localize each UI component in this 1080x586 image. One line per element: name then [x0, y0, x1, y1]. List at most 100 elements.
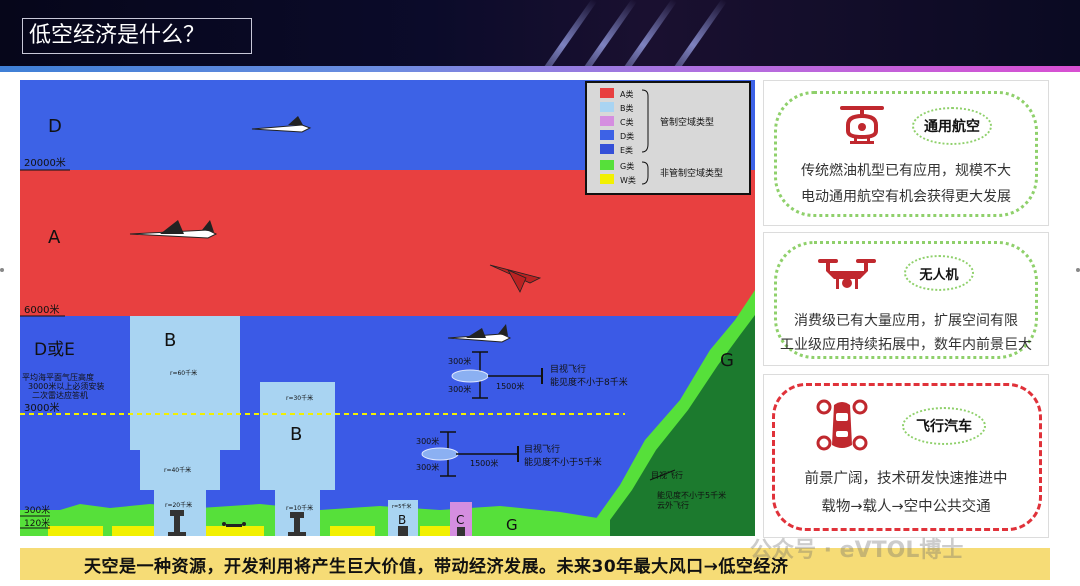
vfr-lower-horizontal: 1500米 — [470, 458, 498, 468]
footer-text: 天空是一种资源，开发利用将产生巨大价值，带动经济发展。未来30年最大风口→低空经… — [84, 557, 789, 577]
altitude-label-20000: 20000米 — [24, 156, 66, 169]
card-frame — [772, 383, 1042, 531]
card-label: 通用航空 — [912, 107, 992, 145]
fighter-jet-icon — [489, 264, 542, 293]
legend-swatch-b — [600, 102, 614, 112]
legend-uncontrolled: 非管制空域类型 — [660, 167, 723, 179]
card-label: 无人机 — [904, 255, 974, 291]
card-frame — [774, 241, 1038, 359]
zone-label-b-medium: B — [290, 424, 302, 445]
zone-b-large — [130, 316, 240, 536]
de-note-line-3: 二次雷达应答机 — [32, 390, 88, 400]
flying-car-icon — [816, 399, 868, 451]
zone-g-mountain — [610, 315, 755, 536]
zone-label-a: A — [48, 227, 61, 248]
card-text-line-1: 前景广阔，技术研发快速推进中 — [804, 471, 1008, 487]
airspace-svg: 20000米 6000米 3000米 300米 120米 D A D或E B B… — [20, 80, 755, 536]
legend-controlled: 管制空域类型 — [660, 116, 714, 128]
edge-marker — [1076, 268, 1080, 272]
legend-label-g: G类 — [620, 161, 634, 171]
legend-swatch-c — [600, 116, 614, 126]
zone-c — [450, 502, 472, 536]
card-frame — [774, 91, 1038, 217]
card-label: 飞行汽车 — [902, 407, 986, 445]
card-text-line-1: 消费级已有大量应用，扩展空间有限 — [794, 313, 1018, 329]
airliner-icon — [129, 220, 218, 239]
legend-label-b: B类 — [620, 103, 634, 113]
altitude-label-300: 300米 — [24, 504, 50, 516]
vfr-lower-line-2: 能见度不小于5千米 — [524, 456, 602, 468]
vfr-g-line-2: 能见度不小于5千米 — [657, 490, 726, 500]
card-general-aviation: 通用航空 传统燃油机型已有应用，规模不大 电动通用航空有机会获得更大发展 — [763, 80, 1049, 226]
tower-radius-big-top: r=60千米 — [170, 369, 197, 377]
zone-label-b-small: B — [398, 513, 406, 527]
helicopter-icon — [840, 106, 884, 144]
zone-w — [112, 526, 157, 536]
vfr-g-line-1: 目视飞行 — [651, 470, 683, 480]
control-tower-icon — [398, 526, 408, 536]
header-divider — [0, 66, 1080, 72]
card-text-line-2: 载物→载人→空中公共交通 — [821, 499, 991, 515]
vfr-lower-line-1: 目视飞行 — [524, 443, 560, 455]
zone-label-b-large: B — [164, 330, 176, 351]
page-title: 低空经济是什么？ — [22, 18, 252, 54]
zone-w — [48, 526, 103, 536]
airliner-icon — [447, 324, 512, 343]
drone-icon — [818, 259, 876, 289]
vfr-lower-vertical-2: 300米 — [416, 462, 439, 472]
card-text-line-1: 传统燃油机型已有应用，规模不大 — [801, 163, 1011, 179]
card-flying-car: 飞行汽车 前景广阔，技术研发快速推进中 载物→载人→空中公共交通 — [763, 374, 1049, 538]
drone-icon — [222, 522, 246, 527]
legend-label-e: E类 — [620, 145, 633, 155]
control-tower-icon — [457, 527, 465, 536]
legend-label-c: C类 — [620, 117, 634, 127]
legend-swatch-a — [600, 88, 614, 98]
vfr-upper-diagram — [451, 351, 543, 399]
tower-radius-mid-top: r=30千米 — [286, 394, 313, 402]
vfr-upper-line-2: 能见度不小于8千米 — [550, 376, 628, 388]
tower-radius-mid-bot: r=10千米 — [286, 504, 313, 512]
vfr-upper-line-1: 目视飞行 — [550, 363, 586, 375]
vfr-lower-vertical: 300米 — [416, 436, 439, 446]
vfr-g-line-3: 云外飞行 — [657, 500, 689, 510]
zone-w — [330, 526, 375, 536]
legend-label-d: D类 — [620, 131, 634, 141]
altitude-label-6000: 6000米 — [24, 303, 59, 316]
tower-radius-big-mid: r=40千米 — [164, 466, 191, 474]
vfr-upper-vertical: 300米 — [448, 356, 471, 366]
zone-label-g-bottom: G — [506, 516, 518, 534]
light-streak — [568, 0, 638, 70]
altitude-label-3000: 3000米 — [24, 401, 59, 414]
space-shuttle-icon — [251, 116, 312, 133]
zone-w — [420, 526, 450, 536]
control-tower-icon — [288, 512, 306, 536]
legend-label-a: A类 — [620, 89, 633, 99]
tower-radius-small: r=5千米 — [392, 503, 411, 510]
footer-bar — [20, 548, 1050, 580]
legend-swatch-d — [600, 130, 614, 140]
de-note-line-2: 3000米以上必须安装 — [28, 381, 104, 391]
card-text-line-2: 电动通用航空有机会获得更大发展 — [801, 189, 1011, 205]
zone-label-de: D或E — [34, 340, 75, 360]
tower-radius-big-bot: r=20千米 — [165, 501, 192, 509]
vfr-g-pointer — [649, 469, 676, 481]
zone-w — [204, 526, 264, 536]
header-banner: 低空经济是什么？ — [0, 0, 1080, 70]
edge-marker — [0, 268, 4, 272]
zone-b-medium — [260, 382, 335, 536]
legend-swatch-w — [600, 174, 614, 184]
card-drone: 无人机 消费级已有大量应用，扩展空间有限 工业级应用持续拓展中，数年内前景巨大 — [763, 232, 1049, 366]
watermark: 公众号 · eVTOL博士 — [750, 538, 964, 563]
altitude-label-120: 120米 — [24, 517, 50, 529]
legend-swatch-g — [600, 160, 614, 170]
zone-label-d: D — [48, 116, 62, 137]
vfr-upper-vertical-2: 300米 — [448, 384, 471, 394]
zone-label-g-right: G — [720, 350, 734, 371]
zone-label-c: C — [456, 513, 464, 527]
airspace-diagram: 20000米 6000米 3000米 300米 120米 D A D或E B B… — [20, 80, 755, 536]
legend-label-w: W类 — [620, 175, 636, 185]
light-streak — [608, 0, 678, 70]
legend — [585, 81, 751, 195]
legend-swatch-e — [600, 144, 614, 154]
light-streak — [528, 0, 598, 70]
